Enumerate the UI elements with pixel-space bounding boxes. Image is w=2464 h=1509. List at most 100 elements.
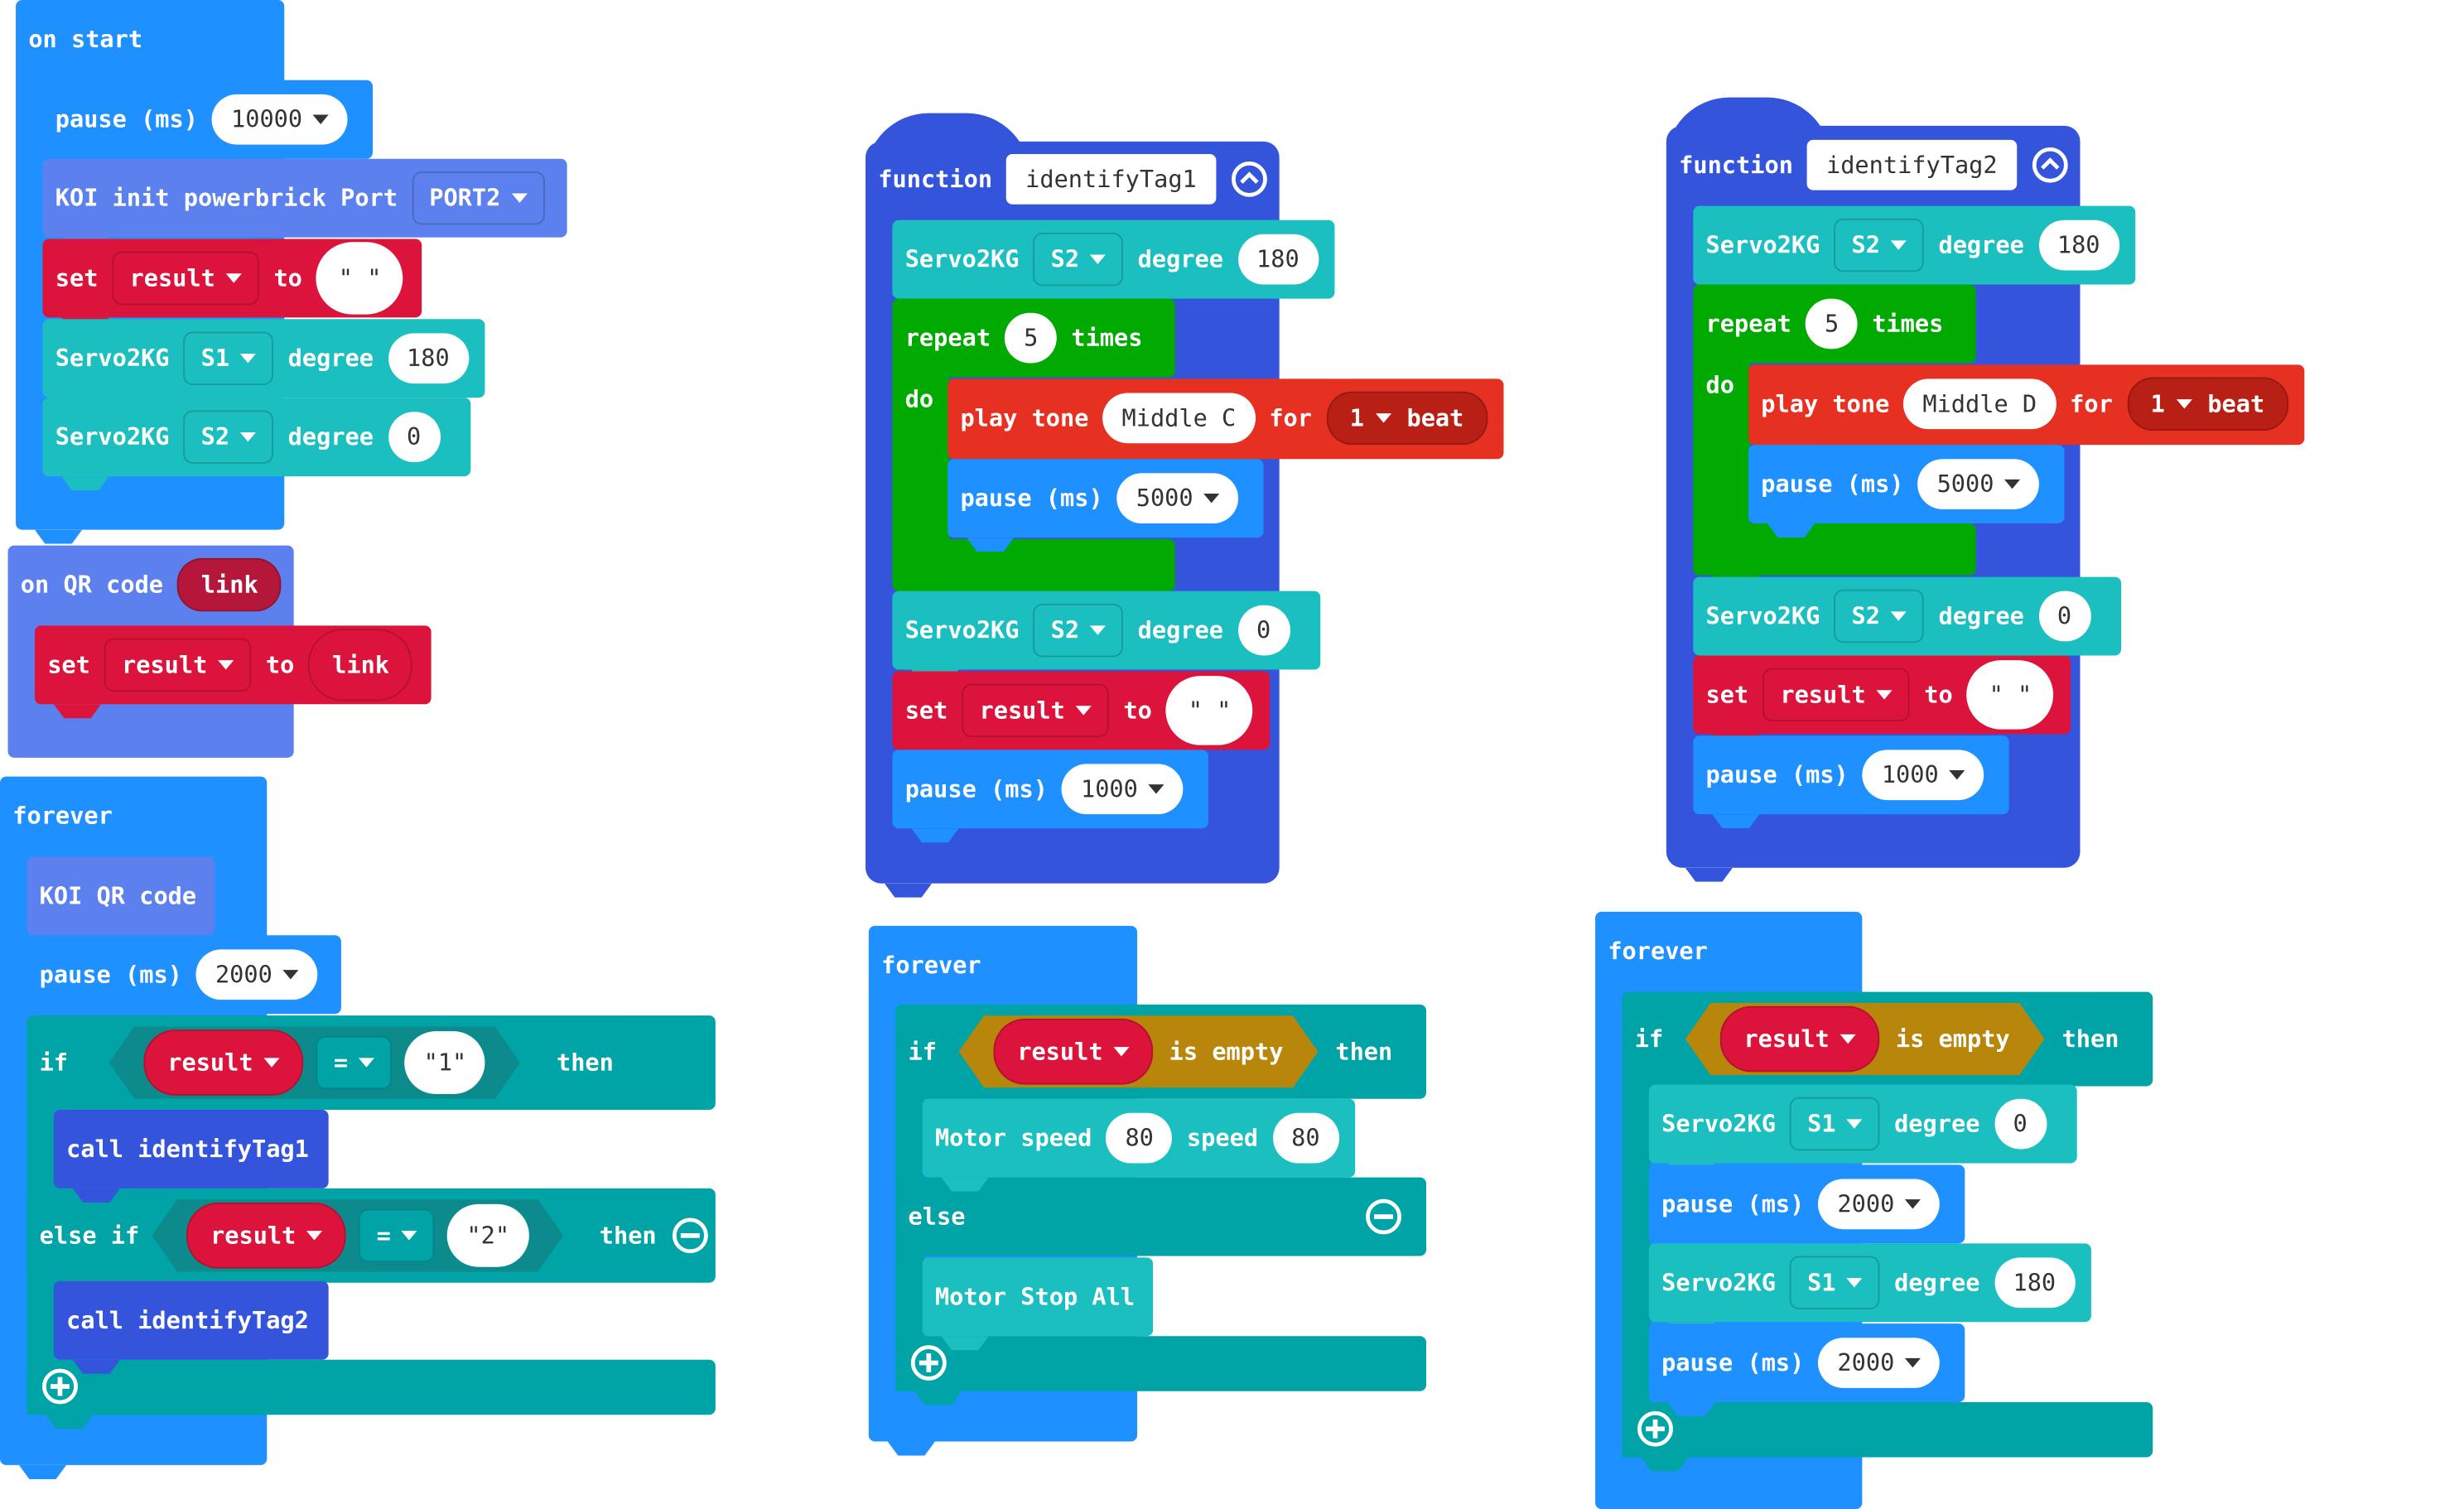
else-label: else bbox=[908, 1202, 966, 1232]
servo-port-dropdown[interactable]: S1 bbox=[1790, 1256, 1880, 1310]
pause-value-dropdown[interactable]: 5000 bbox=[1116, 473, 1239, 524]
operator-dropdown[interactable]: = bbox=[359, 1209, 436, 1263]
dropdown-caret-icon bbox=[1891, 240, 1907, 250]
pause-value-dropdown[interactable]: 1000 bbox=[1862, 750, 1985, 801]
degree-input[interactable]: 0 bbox=[388, 412, 441, 463]
repeat-spine bbox=[892, 370, 950, 544]
variable-dropdown[interactable]: result bbox=[186, 1203, 346, 1269]
add-else-if-icon[interactable] bbox=[1637, 1410, 1675, 1449]
repeat-count-input[interactable]: 5 bbox=[1806, 298, 1859, 350]
variable-dropdown[interactable]: result bbox=[112, 251, 260, 306]
function-name-input[interactable]: identifyTag1 bbox=[1006, 154, 1216, 205]
set-label: set bbox=[55, 263, 99, 293]
servo-port-dropdown[interactable]: S1 bbox=[183, 331, 274, 386]
repeat-footer bbox=[892, 539, 1175, 591]
servo-port-dropdown[interactable]: S2 bbox=[1834, 589, 1925, 644]
degree-input[interactable]: 0 bbox=[2037, 591, 2090, 642]
pause-label: pause (ms) bbox=[1761, 470, 1904, 499]
link-value[interactable]: link bbox=[308, 629, 413, 701]
degree-label: degree bbox=[1137, 245, 1223, 274]
degree-input[interactable]: 180 bbox=[1994, 1257, 2076, 1309]
empty-string-input[interactable]: " " bbox=[1966, 660, 2054, 730]
operator-dropdown[interactable]: = bbox=[316, 1036, 393, 1090]
function-label: function bbox=[1679, 151, 1793, 180]
empty-string-input[interactable]: " " bbox=[316, 242, 404, 315]
degree-input[interactable]: 0 bbox=[1237, 605, 1290, 656]
repeat-label: repeat bbox=[1705, 309, 1791, 339]
repeat-count-input[interactable]: 5 bbox=[1005, 312, 1058, 364]
variable-dropdown[interactable]: result bbox=[962, 683, 1110, 738]
dropdown-caret-icon bbox=[1114, 1047, 1130, 1056]
variable-dropdown[interactable]: result bbox=[994, 1019, 1154, 1085]
servo-port-dropdown[interactable]: S2 bbox=[1834, 218, 1925, 272]
compare-block-1[interactable]: result = "1" bbox=[109, 1026, 520, 1098]
for-label: for bbox=[2070, 389, 2113, 418]
call-label: call identifyTag1 bbox=[66, 1135, 309, 1164]
call-identifytag2-block[interactable] bbox=[53, 1280, 329, 1360]
degree-input[interactable]: 0 bbox=[1994, 1098, 2047, 1150]
pause-label: pause (ms) bbox=[1661, 1189, 1805, 1218]
add-else-if-icon[interactable] bbox=[909, 1344, 948, 1382]
degree-label: degree bbox=[1894, 1268, 1980, 1297]
repeat-spine bbox=[1693, 356, 1750, 530]
compare-block-2[interactable]: result = "2" bbox=[152, 1199, 562, 1271]
call-identifytag1-block[interactable] bbox=[53, 1109, 329, 1188]
remove-else-icon[interactable] bbox=[1365, 1198, 1403, 1236]
dropdown-caret-icon bbox=[240, 431, 257, 442]
then-label: then bbox=[2061, 1024, 2119, 1053]
servo-label: Servo2KG bbox=[1705, 231, 1820, 260]
compare-value-input[interactable]: "2" bbox=[448, 1204, 528, 1267]
servo-label: Servo2KG bbox=[1661, 1109, 1776, 1139]
call-label: call identifyTag2 bbox=[66, 1306, 309, 1335]
note-input[interactable]: Middle D bbox=[1903, 378, 2057, 430]
motor-stop-label: Motor Stop All bbox=[934, 1282, 1136, 1311]
is-empty-label: is empty bbox=[1895, 1024, 2010, 1053]
dropdown-caret-icon bbox=[1846, 1119, 1863, 1129]
else-header[interactable] bbox=[895, 1177, 1427, 1256]
variable-dropdown[interactable]: result bbox=[1720, 1006, 1880, 1073]
degree-input[interactable]: 180 bbox=[2037, 219, 2119, 271]
note-input[interactable]: Middle C bbox=[1102, 393, 1256, 444]
koi-port-dropdown[interactable]: PORT2 bbox=[412, 171, 545, 225]
add-else-if-icon[interactable] bbox=[41, 1367, 80, 1405]
is-empty-block[interactable]: result is empty bbox=[959, 1015, 1319, 1087]
degree-input[interactable]: 180 bbox=[388, 333, 469, 384]
pause-value-dropdown[interactable]: 2000 bbox=[196, 949, 319, 1000]
if-spine bbox=[1622, 1079, 1651, 1458]
servo-port-dropdown[interactable]: S2 bbox=[1033, 232, 1124, 287]
servo-port-dropdown[interactable]: S1 bbox=[1790, 1097, 1880, 1151]
collapse-icon[interactable] bbox=[2031, 147, 2069, 185]
koi-qr-code-block[interactable] bbox=[27, 856, 215, 936]
variable-dropdown[interactable]: result bbox=[1762, 668, 1911, 722]
compare-value-input[interactable]: "1" bbox=[405, 1031, 485, 1094]
remove-else-if-icon[interactable] bbox=[671, 1217, 709, 1255]
collapse-icon[interactable] bbox=[1230, 161, 1268, 199]
function-name-input[interactable]: identifyTag2 bbox=[1807, 139, 2017, 190]
variable-dropdown[interactable]: result bbox=[144, 1029, 304, 1096]
speed2-input[interactable]: 80 bbox=[1272, 1112, 1339, 1164]
motor-stop-all-block[interactable] bbox=[922, 1257, 1154, 1337]
pause-value-dropdown[interactable]: 2000 bbox=[1818, 1338, 1941, 1388]
empty-string-input[interactable]: " " bbox=[1166, 676, 1254, 745]
pause-value-dropdown[interactable]: 2000 bbox=[1818, 1179, 1941, 1230]
servo-label: Servo2KG bbox=[1661, 1268, 1776, 1297]
pause-value-dropdown[interactable]: 10000 bbox=[212, 94, 349, 145]
degree-label: degree bbox=[1938, 231, 2024, 260]
servo-port-dropdown[interactable]: S2 bbox=[183, 410, 274, 464]
pause-value-dropdown[interactable]: 5000 bbox=[1917, 459, 2040, 509]
pause-value-dropdown[interactable]: 1000 bbox=[1062, 764, 1184, 815]
servo-port-dropdown[interactable]: S2 bbox=[1033, 603, 1124, 658]
servo-label: Servo2KG bbox=[904, 245, 1020, 274]
qr-param-link[interactable]: link bbox=[177, 557, 282, 612]
variable-dropdown[interactable]: result bbox=[104, 638, 252, 692]
dropdown-caret-icon bbox=[1905, 1357, 1922, 1368]
servo-label: Servo2KG bbox=[55, 422, 170, 451]
if-label: if bbox=[39, 1048, 69, 1078]
servo-label: Servo2KG bbox=[1705, 601, 1820, 631]
for-label: for bbox=[1269, 403, 1313, 432]
is-empty-block[interactable]: result is empty bbox=[1685, 1003, 2045, 1075]
speed1-input[interactable]: 80 bbox=[1106, 1112, 1173, 1164]
degree-input[interactable]: 180 bbox=[1237, 234, 1319, 285]
